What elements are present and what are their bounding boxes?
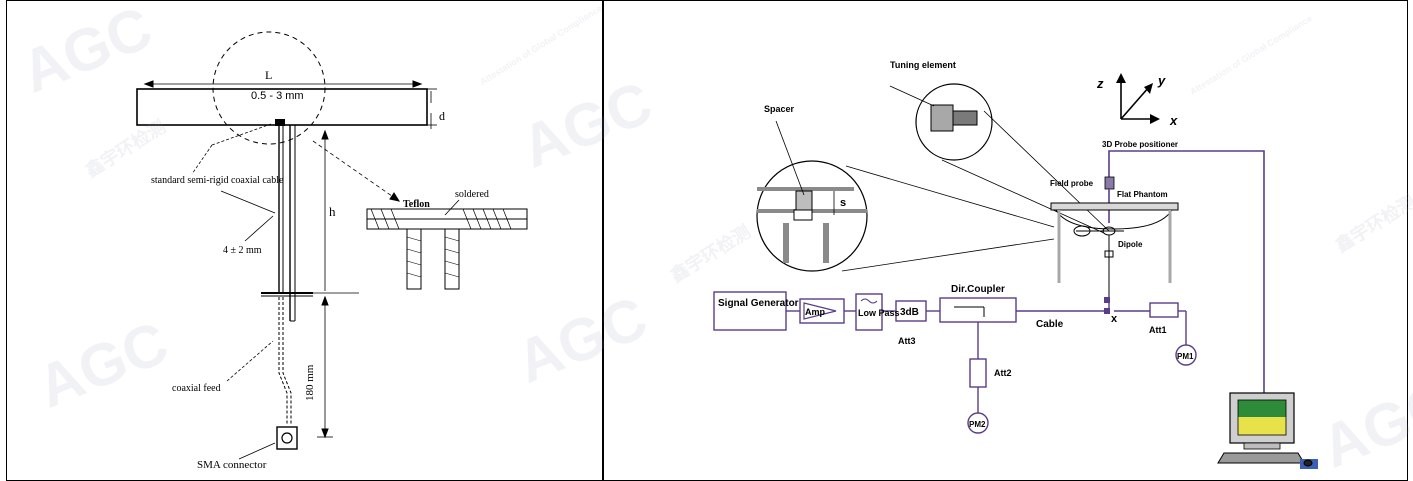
length-label: L <box>265 68 272 82</box>
pm2-label: PM2 <box>969 420 986 429</box>
thickness-label: d <box>439 109 445 123</box>
dipole-drawing: L 0.5 - 3 mm d h 180 mm <box>136 31 528 471</box>
pm2-circle <box>967 412 989 434</box>
field-probe-label: Field probe <box>1050 179 1094 188</box>
positioner-label: 3D Probe positioner <box>1102 140 1178 149</box>
axes <box>1116 73 1160 124</box>
dir-coupler-box <box>939 297 1017 323</box>
sma-connector-shape <box>276 426 298 450</box>
flat-phantom-label: Flat Phantom <box>1117 190 1168 199</box>
low-pass-box <box>855 293 883 331</box>
height-label: h <box>329 204 336 219</box>
dipole-label: Dipole <box>1118 240 1143 249</box>
diameter-label: 4 ± 2 mm <box>223 245 262 256</box>
flat-phantom-shape <box>1050 202 1179 211</box>
amp-label: Amp <box>805 307 826 317</box>
att2-box <box>969 358 987 388</box>
att1-label: Att1 <box>1149 325 1167 335</box>
low-pass-label: Low Pass <box>858 308 900 318</box>
setup-diagram-panel: z y x Tuning element s Spacer 3D Probe p… <box>603 0 1408 481</box>
setup-drawing: z y x Tuning element s Spacer 3D Probe p… <box>713 60 1318 469</box>
att3-label: Att3 <box>898 336 916 346</box>
att1-box <box>1149 302 1179 318</box>
junction-label: x <box>1111 313 1118 325</box>
cable-label: Cable <box>1036 319 1064 330</box>
tuning-element-label: Tuning element <box>890 60 956 70</box>
feed-label: coaxial feed <box>172 383 221 394</box>
axis-x-label: x <box>1169 113 1178 128</box>
gap-label: 0.5 - 3 mm <box>251 90 304 102</box>
att2-label: Att2 <box>994 368 1012 378</box>
dipole-diagram-panel: L 0.5 - 3 mm d h 180 mm <box>6 0 603 481</box>
soldered-label: soldered <box>455 189 489 200</box>
att-3db-label: 3dB <box>900 307 919 318</box>
dimension-label: 180 mm <box>304 364 316 401</box>
cable-label: standard semi-rigid coaxial cable <box>151 175 284 186</box>
dir-coupler-label: Dir.Coupler <box>951 284 1005 295</box>
pm1-label: PM1 <box>1177 352 1194 361</box>
tuning-detail-circle <box>915 83 993 161</box>
spacer-detail-circle <box>756 160 868 272</box>
axis-z-label: z <box>1096 76 1104 91</box>
spacer-label: Spacer <box>764 104 795 114</box>
axis-y-label: y <box>1157 73 1166 88</box>
connector-label: SMA connector <box>197 459 267 471</box>
signal-generator-label: Signal Generator <box>718 298 799 309</box>
detail-circle <box>212 31 326 145</box>
pm1-circle <box>1175 344 1197 366</box>
teflon-label: Teflon <box>403 199 430 210</box>
computer-icon <box>1217 392 1318 469</box>
spacing-label: s <box>840 197 846 209</box>
